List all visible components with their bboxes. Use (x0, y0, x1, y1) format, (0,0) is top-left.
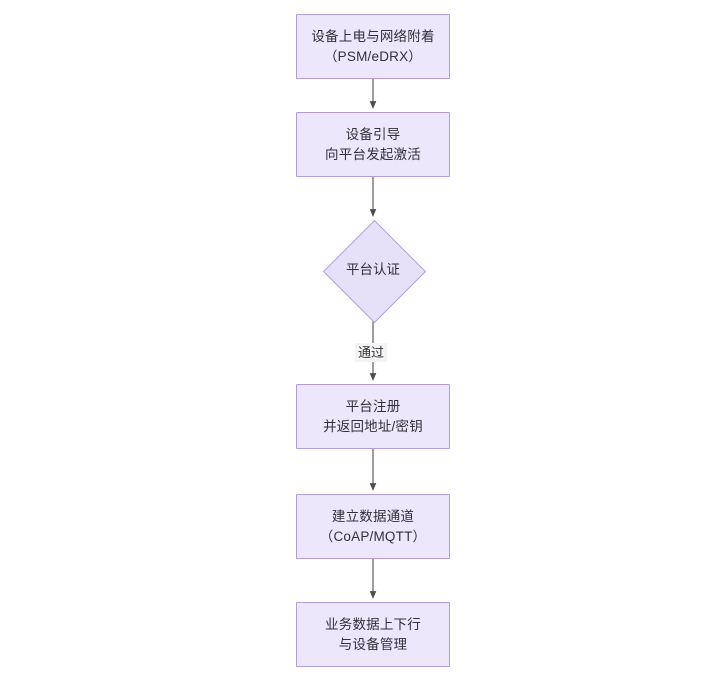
node-business-line-1: 业务数据上下行 (325, 616, 421, 632)
node-device-power-on[interactable]: 设备上电与网络附着 （PSM/eDRX） (296, 14, 450, 79)
node-channel-line-2: （CoAP/MQTT） (319, 528, 427, 544)
node-establish-data-channel[interactable]: 建立数据通道 （CoAP/MQTT） (296, 494, 450, 559)
node-power-line-2: （PSM/eDRX） (323, 48, 423, 64)
node-power-line-1: 设备上电与网络附着 (311, 28, 435, 44)
edge-label-auth-pass: 通过 (355, 343, 388, 362)
node-platform-registration[interactable]: 平台注册 并返回地址/密钥 (296, 384, 450, 449)
node-bootstrap-line-1: 设备引导 (345, 126, 401, 142)
node-channel-line-1: 建立数据通道 (331, 508, 415, 524)
node-auth-label: 平台认证 (346, 262, 400, 277)
node-platform-authentication[interactable]: 平台认证 (322, 219, 426, 323)
node-business-data-and-device-management[interactable]: 业务数据上下行 与设备管理 (296, 602, 450, 667)
node-business-line-2: 与设备管理 (338, 636, 408, 652)
node-register-line-1: 平台注册 (345, 398, 401, 414)
node-register-line-2: 并返回地址/密钥 (323, 418, 423, 434)
node-bootstrap-line-2: 向平台发起激活 (325, 146, 421, 162)
node-device-bootstrap[interactable]: 设备引导 向平台发起激活 (296, 112, 450, 177)
